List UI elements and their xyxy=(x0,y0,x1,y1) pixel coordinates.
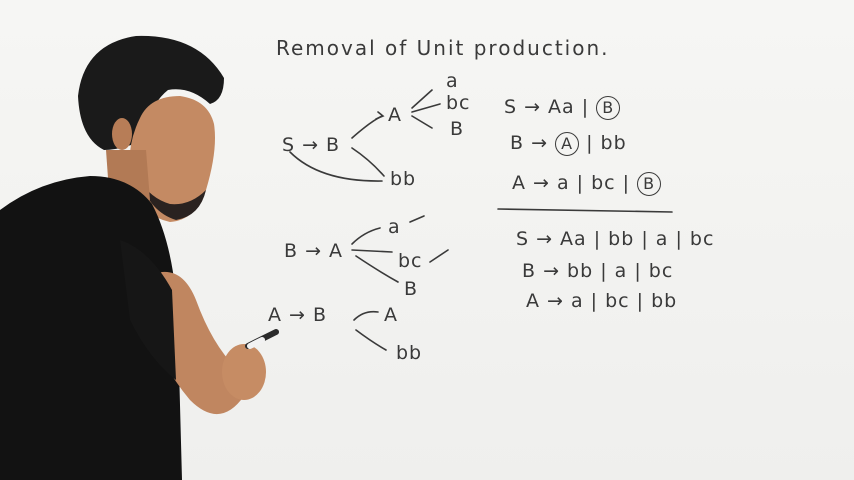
arrow-s-to-bb xyxy=(289,151,383,182)
b-rule-prefix: B → xyxy=(510,132,548,154)
arrow-head xyxy=(375,111,385,120)
tree2-leaf: a xyxy=(388,216,401,238)
tree2-root: B → A xyxy=(284,240,344,262)
board-title: Removal of Unit production. xyxy=(276,36,610,60)
tree1-leaf: B xyxy=(450,118,465,140)
separator-line xyxy=(497,208,673,213)
grammar-b-rule: B → A | bb xyxy=(510,132,627,156)
arrow-tree3-bb xyxy=(355,329,387,351)
arrow-b-to-bb xyxy=(351,147,385,177)
beard xyxy=(140,180,206,220)
check-mark-2 xyxy=(429,249,449,263)
s-rule-text: S → Aa | xyxy=(504,96,590,118)
sleeve xyxy=(120,240,176,380)
tree3-leaf: bb xyxy=(396,342,423,364)
tree3-leaf: A xyxy=(384,304,398,326)
ear xyxy=(112,118,132,150)
arrow-a-to-a xyxy=(411,89,433,109)
check-mark-1 xyxy=(409,215,425,223)
arrow-tree2-a xyxy=(351,227,381,245)
arrow-tree3-a xyxy=(353,310,379,321)
tree2-leaf: bc xyxy=(398,250,423,272)
hand xyxy=(222,344,266,400)
marker-cap xyxy=(247,337,265,349)
grammar-s-rule: S → Aa | B xyxy=(504,96,621,120)
face xyxy=(129,96,215,222)
tree1-branch-a: A xyxy=(388,104,402,126)
arrow-tree2-bc xyxy=(351,249,393,253)
tree2-leaf: B xyxy=(404,278,419,300)
result-rule: S → Aa | bb | a | bc xyxy=(516,228,715,250)
grammar-a-rule: A → a | bc | B xyxy=(512,172,662,196)
tree1-leaf: a xyxy=(446,70,459,92)
circled-symbol: B xyxy=(637,172,662,196)
circled-symbol: A xyxy=(555,132,580,156)
a-rule-text: A → a | bc | xyxy=(512,172,631,194)
tree1-branch-bb: bb xyxy=(390,168,417,190)
circled-symbol: B xyxy=(596,96,621,120)
b-rule-suffix: | bb xyxy=(586,132,627,154)
result-rule: B → bb | a | bc xyxy=(522,260,674,282)
tree1-root: S → B xyxy=(282,134,341,156)
arrow-tree2-b xyxy=(355,255,399,283)
hair xyxy=(78,35,224,151)
tree3-root: A → B xyxy=(268,304,328,326)
arrow-a-to-b xyxy=(411,115,433,129)
arrow-a-to-bc xyxy=(411,103,441,113)
tree1-leaf: bc xyxy=(446,92,471,114)
result-rule: A → a | bc | bb xyxy=(526,290,678,312)
